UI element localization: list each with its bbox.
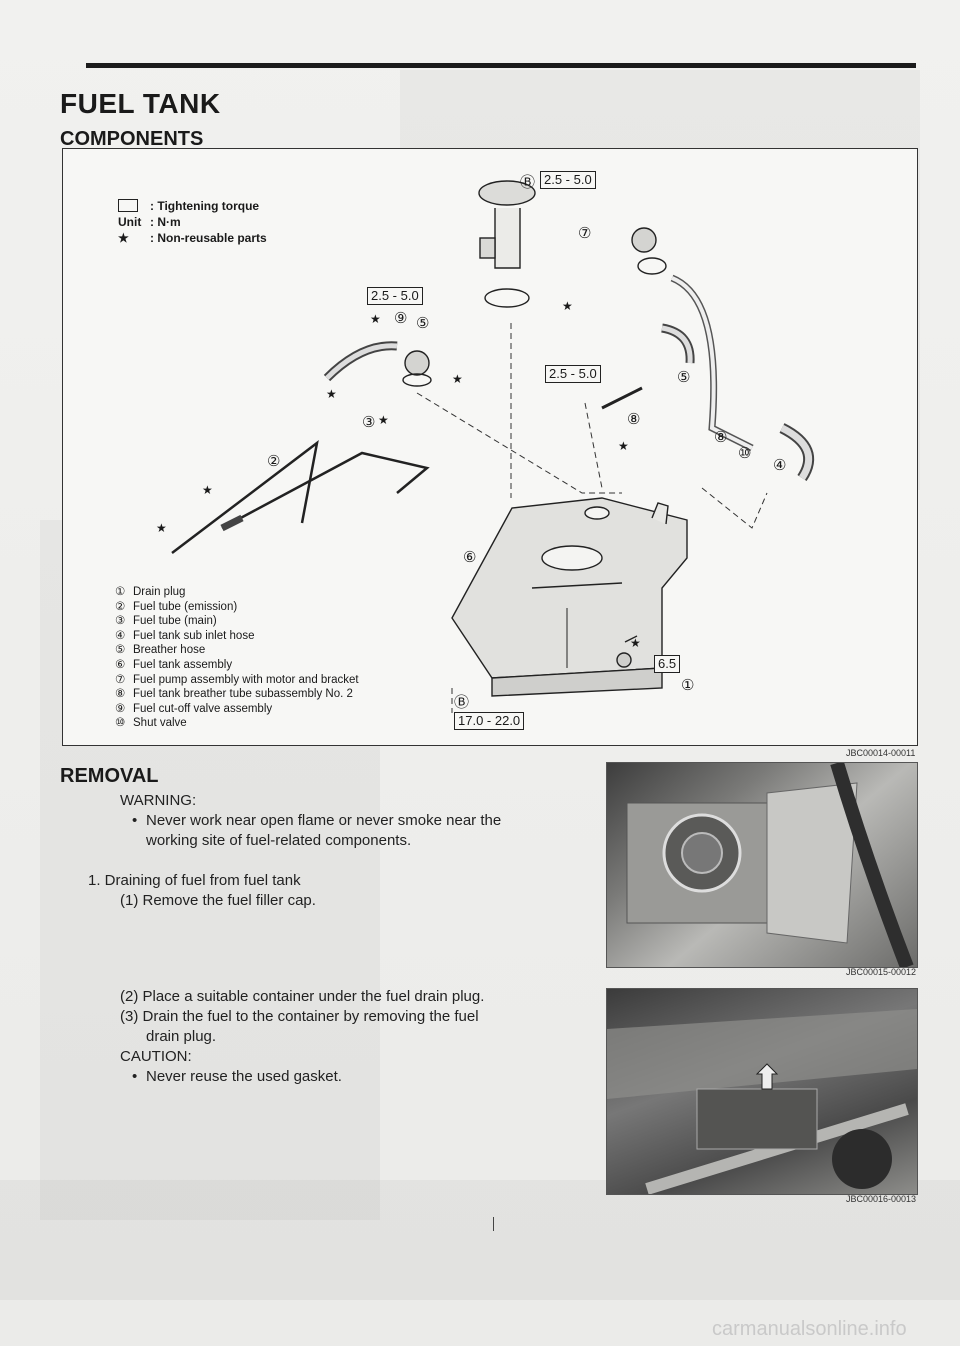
top-rule xyxy=(86,63,916,68)
step-1-2: (2) Place a suitable container under the… xyxy=(120,988,485,1005)
torque-breather: 2.5 - 5.0 xyxy=(545,365,601,383)
figure-code-photo2: JBC00016-00013 xyxy=(846,1194,917,1204)
watermark: carmanualsonline.info xyxy=(712,1318,907,1340)
callout-10: ⑩ xyxy=(738,445,752,462)
breather-tube xyxy=(601,386,643,410)
star-icon: ★ xyxy=(202,483,213,497)
step-1-3b: drain plug. xyxy=(146,1028,217,1045)
star-icon: ★ xyxy=(562,299,573,313)
step-1-3a: (3) Drain the fuel to the container by r… xyxy=(120,1008,479,1025)
fuel-tank-body xyxy=(451,497,688,679)
drain-plug-photo xyxy=(606,988,918,1195)
star-icon: ★ xyxy=(326,387,337,401)
fuel-filler-cap xyxy=(631,227,657,253)
callout-4: ④ xyxy=(773,457,787,474)
callout-5-left: ⑤ xyxy=(416,315,430,332)
warning-text-line1: Never work near open flame or never smok… xyxy=(132,811,501,830)
legend-nonreusable-label: : Non-reusable parts xyxy=(150,231,267,245)
torque-drain-plug: 6.5 xyxy=(654,655,681,673)
torque-box-icon xyxy=(118,199,138,212)
tank-pump-opening xyxy=(541,545,603,571)
bleed-through-footer xyxy=(0,1180,960,1300)
star-icon: ★ xyxy=(618,439,629,453)
caution-text: Never reuse the used gasket. xyxy=(132,1067,342,1086)
callout-b-tank: Ⓑ xyxy=(454,694,470,711)
page-number-mark xyxy=(493,1217,494,1231)
fuel-tube-main xyxy=(221,451,430,530)
callout-7: ⑦ xyxy=(578,225,592,242)
star-icon: ★ xyxy=(370,312,381,326)
cutoff-valve xyxy=(404,350,430,376)
callout-1: ① xyxy=(681,677,695,694)
star-icon: ★ xyxy=(630,636,641,650)
legend-star-row: ★ : Non-reusable parts xyxy=(118,230,267,246)
callout-5-right: ⑤ xyxy=(677,369,691,386)
callout-6: ⑥ xyxy=(463,549,477,566)
figure-code-diagram: JBC00014-00011 xyxy=(846,748,916,758)
tank-filler-port xyxy=(584,506,610,520)
torque-pump-cover: 2.5 - 5.0 xyxy=(540,171,596,189)
pump-gasket xyxy=(484,288,530,308)
drain-plug-photo-art xyxy=(607,1009,917,1194)
star-icon: ★ xyxy=(378,413,389,427)
section-title: COMPONENTS xyxy=(60,128,204,150)
step-1: 1. Draining of fuel from fuel tank xyxy=(88,872,301,889)
step-1-1: (1) Remove the fuel filler cap. xyxy=(120,892,316,909)
removal-heading: REMOVAL xyxy=(60,765,159,787)
components-diagram xyxy=(171,180,815,713)
star-icon: ★ xyxy=(452,372,463,386)
legend-unit-value: : N·m xyxy=(150,215,181,229)
drain-plug xyxy=(616,652,632,668)
callout-8-top: ⑧ xyxy=(627,411,641,428)
legend-torque-label: : Tightening torque xyxy=(150,199,260,213)
callout-8-right: ⑧ xyxy=(714,429,728,446)
page-title: FUEL TANK xyxy=(60,88,221,119)
torque-tank-bolt: 17.0 - 22.0 xyxy=(454,712,525,730)
fuel-filler-photo xyxy=(606,762,918,968)
star-icon: ★ xyxy=(118,231,129,245)
callout-3: ③ xyxy=(362,414,376,431)
caution-label: CAUTION: xyxy=(120,1048,192,1065)
callout-b-pump: Ⓑ xyxy=(520,174,536,191)
fuel-filler-photo-art xyxy=(626,763,914,967)
legend-torque-row: : Tightening torque xyxy=(118,198,267,214)
callout-2: ② xyxy=(267,453,281,470)
fuel-tube-emission xyxy=(171,440,319,554)
fuel-pump-cover xyxy=(478,180,536,206)
legend-unit-key: Unit xyxy=(118,215,142,229)
legend-unit-row: Unit : N·m xyxy=(118,214,267,230)
legend: : Tightening torque Unit : N·m ★ : Non-r… xyxy=(118,198,267,246)
torque-cutoff-valve: 2.5 - 5.0 xyxy=(367,287,423,305)
callout-9: ⑨ xyxy=(394,310,408,327)
warning-label: WARNING: xyxy=(120,792,197,809)
star-icon: ★ xyxy=(156,521,167,535)
figure-code-photo1: JBC00015-00012 xyxy=(846,967,917,977)
warning-text-line2: working site of fuel-related components. xyxy=(146,832,412,849)
